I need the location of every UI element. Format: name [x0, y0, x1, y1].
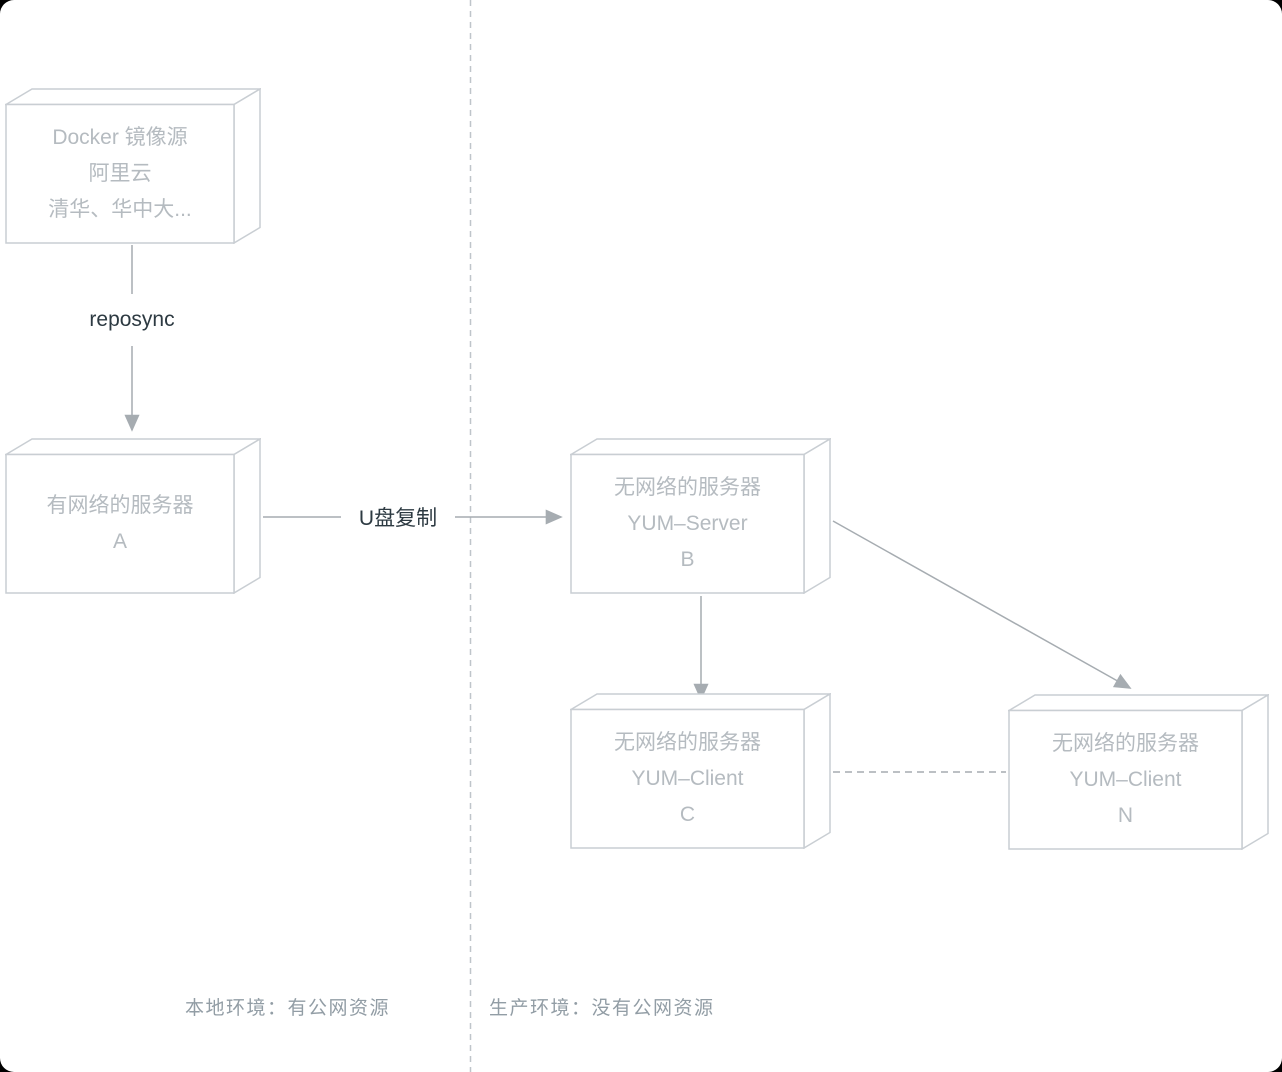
- node-server-a-line: A: [112, 529, 127, 553]
- server-box-shape: [570, 693, 831, 849]
- arrow-server-b-to-client-n: [832, 520, 1132, 689]
- edge-label-reposync: reposync: [68, 294, 196, 346]
- caption-production-environment: 生产环境：没有公网资源: [489, 998, 715, 1019]
- node-docker-mirror-line: 清华、华中大...: [48, 197, 192, 221]
- node-yum-server-b-line: 无网络的服务器: [614, 475, 761, 499]
- node-yum-client-c: 无网络的服务器 YUM–Client C: [570, 693, 831, 849]
- node-docker-mirror: Docker 镜像源 阿里云 清华、华中大...: [5, 88, 261, 244]
- node-docker-mirror-line: Docker 镜像源: [52, 125, 188, 149]
- node-yum-client-c-line: YUM–Client: [631, 766, 744, 790]
- node-yum-server-b: 无网络的服务器 YUM–Server B: [570, 438, 831, 594]
- node-yum-server-b-line: B: [680, 547, 695, 571]
- server-box-shape: [5, 88, 261, 244]
- node-server-a-line: 有网络的服务器: [46, 493, 194, 517]
- caption-local-environment: 本地环境：有公网资源: [185, 998, 391, 1019]
- node-yum-server-b-line: YUM–Server: [627, 511, 748, 535]
- node-yum-client-c-line: C: [679, 802, 696, 826]
- server-box-shape: [570, 438, 831, 594]
- server-box-shape: [5, 438, 261, 594]
- node-yum-client-c-line: 无网络的服务器: [614, 730, 761, 754]
- edge-label-usb-copy: U盘复制: [341, 493, 455, 541]
- node-yum-client-n-line: YUM–Client: [1069, 767, 1182, 791]
- node-server-a: 有网络的服务器 A: [5, 438, 261, 594]
- node-yum-client-n-line: N: [1117, 803, 1134, 827]
- server-box-shape: [1008, 694, 1269, 850]
- node-docker-mirror-line: 阿里云: [88, 161, 152, 185]
- node-yum-client-n: 无网络的服务器 YUM–Client N: [1008, 694, 1269, 850]
- node-yum-client-n-line: 无网络的服务器: [1052, 731, 1199, 755]
